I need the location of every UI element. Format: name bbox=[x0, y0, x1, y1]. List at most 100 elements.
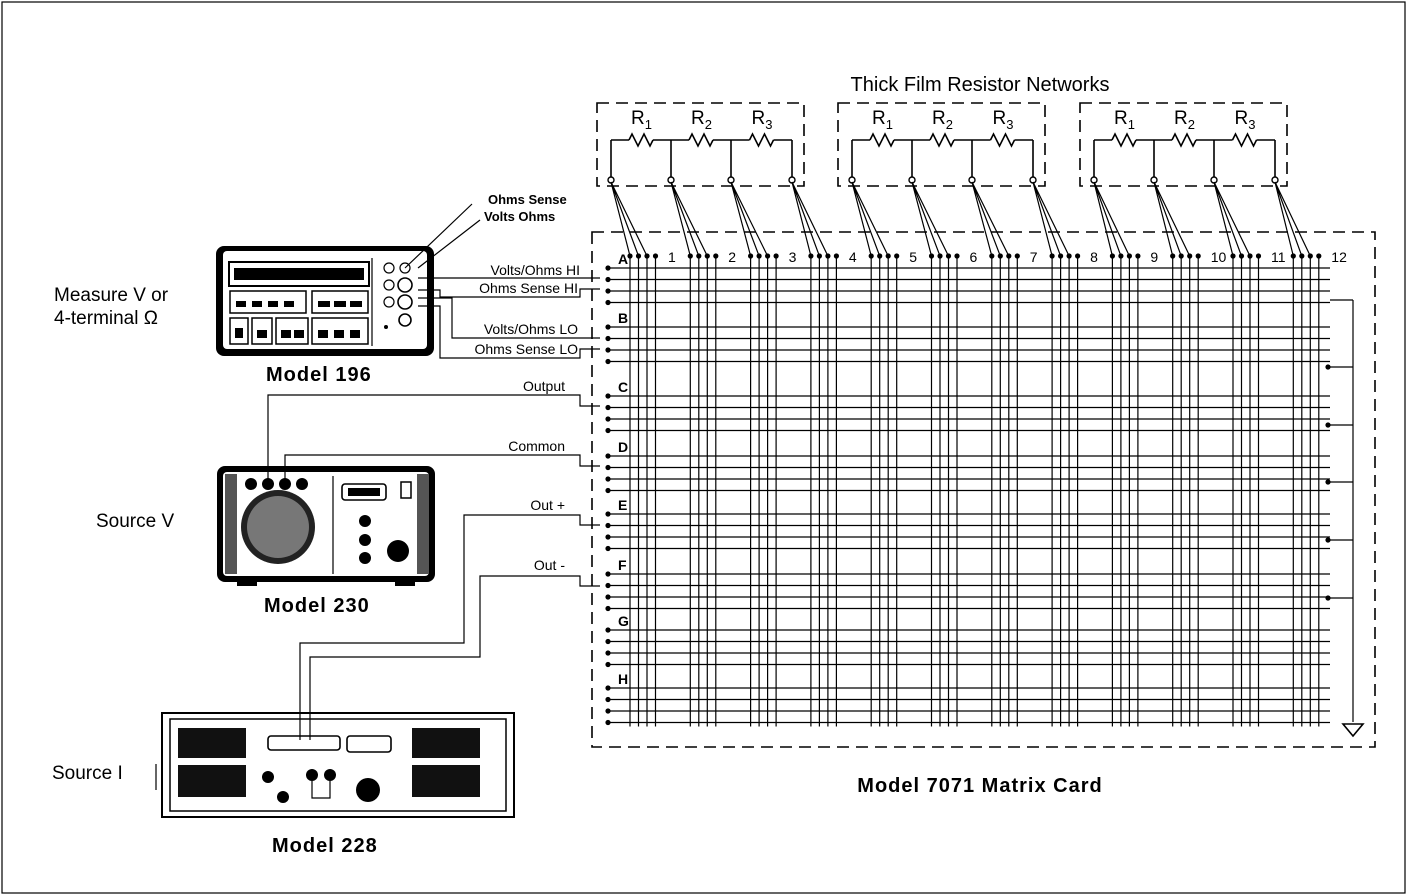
matrix-column-terminal bbox=[894, 253, 900, 259]
wire-out-plus: Out + bbox=[530, 497, 565, 513]
column-label: 9 bbox=[1150, 249, 1158, 265]
matrix-column-terminal bbox=[696, 253, 702, 259]
column-label: 4 bbox=[849, 249, 857, 265]
matrix-row-terminal bbox=[605, 605, 611, 612]
matrix-row-terminal bbox=[605, 276, 611, 283]
card-label: Model 7071 Matrix Card bbox=[857, 775, 1102, 797]
row-label: F bbox=[618, 557, 627, 573]
matrix-column-terminal bbox=[1135, 253, 1141, 259]
matrix-column-terminal bbox=[687, 253, 693, 259]
matrix-row-terminal bbox=[605, 594, 611, 600]
ground-bus-node bbox=[1325, 479, 1331, 485]
column-label: 5 bbox=[909, 249, 917, 265]
dmm-instrument bbox=[216, 246, 434, 356]
column-label: 12 bbox=[1331, 249, 1347, 265]
matrix-row-terminal bbox=[605, 288, 611, 294]
network-to-column-wire bbox=[1093, 181, 1130, 257]
row-label: D bbox=[618, 439, 628, 455]
matrix-row-terminal bbox=[605, 347, 611, 353]
row-label: E bbox=[618, 497, 627, 513]
column-label: 1 bbox=[668, 249, 676, 265]
network-to-column-wire bbox=[1213, 181, 1251, 257]
voltage-source-instrument bbox=[217, 466, 435, 586]
resistor-label: R1 bbox=[631, 108, 652, 132]
matrix-column-terminal bbox=[1014, 253, 1020, 259]
vsource-model-label: Model 230 bbox=[264, 595, 370, 617]
resistor-label: R3 bbox=[993, 108, 1014, 132]
callout-volts-ohms: Volts Ohms bbox=[484, 209, 555, 224]
matrix-column-terminal bbox=[885, 253, 891, 259]
matrix-row-terminal bbox=[605, 522, 611, 529]
matrix-column-terminal bbox=[704, 253, 710, 259]
matrix-card-outline bbox=[591, 231, 1376, 748]
vsource-function: Source V bbox=[96, 511, 174, 532]
matrix-column-terminal bbox=[1126, 253, 1132, 259]
matrix-column-terminal bbox=[877, 253, 883, 259]
matrix-row-terminal bbox=[605, 453, 611, 459]
wire-volts-ohms-lo: Volts/Ohms LO bbox=[484, 321, 578, 337]
resistor-label: R1 bbox=[872, 108, 893, 132]
wire-ohms-sense-lo: Ohms Sense LO bbox=[475, 341, 579, 357]
matrix-column-terminal bbox=[833, 253, 840, 259]
matrix-row-terminal bbox=[605, 696, 611, 703]
networks-title: Thick Film Resistor Networks bbox=[851, 74, 1110, 96]
matrix-column-terminal bbox=[1006, 253, 1012, 259]
ground-bus-node bbox=[1325, 364, 1331, 370]
matrix-row-terminal bbox=[605, 335, 611, 342]
callout-ohms-sense: Ohms Sense bbox=[488, 192, 567, 207]
resistor-symbol bbox=[1171, 132, 1197, 148]
resistor-symbol bbox=[748, 132, 775, 148]
row-label: H bbox=[618, 671, 628, 687]
matrix-row-terminal bbox=[605, 627, 611, 633]
matrix-row-terminal bbox=[605, 582, 611, 589]
matrix-row-terminal bbox=[605, 534, 611, 540]
wire-output: Output bbox=[523, 378, 565, 394]
resistor-symbol bbox=[628, 132, 654, 148]
matrix-row-terminal bbox=[605, 476, 611, 482]
wire-ohms-sense-hi: Ohms Sense HI bbox=[479, 280, 578, 296]
isource-model-label: Model 228 bbox=[272, 835, 378, 857]
matrix-column-terminal bbox=[954, 253, 960, 259]
ground-bus-node bbox=[1325, 422, 1331, 428]
network-to-column-wire bbox=[670, 181, 708, 257]
column-label: 2 bbox=[728, 249, 736, 265]
network-to-column-wire bbox=[1274, 181, 1311, 257]
resistor-network-box bbox=[596, 102, 805, 187]
matrix-row-terminal bbox=[605, 511, 611, 517]
column-label: 6 bbox=[970, 249, 978, 265]
matrix-column-terminal bbox=[627, 253, 633, 259]
current-source-instrument bbox=[161, 712, 515, 818]
matrix-column-terminal bbox=[868, 253, 874, 259]
matrix-row-terminal bbox=[605, 650, 611, 656]
network-to-column-wire bbox=[1032, 181, 1070, 257]
network-to-column-wire bbox=[730, 181, 769, 257]
resistor-network-box bbox=[1079, 102, 1288, 187]
column-label: 7 bbox=[1030, 249, 1038, 265]
matrix-column-terminal bbox=[652, 253, 659, 259]
column-label: 11 bbox=[1271, 249, 1286, 265]
resistor-label: R3 bbox=[752, 108, 773, 132]
ground-symbol bbox=[1341, 723, 1365, 738]
network-to-column-wire bbox=[610, 181, 648, 257]
matrix-column-terminal bbox=[1316, 253, 1322, 259]
matrix-row-terminal bbox=[605, 404, 611, 411]
network-to-column-wire bbox=[791, 181, 829, 257]
row-label: B bbox=[618, 310, 628, 326]
matrix-column-terminal bbox=[1255, 253, 1262, 259]
matrix-column-terminal bbox=[989, 253, 995, 259]
resistor-symbol bbox=[929, 132, 955, 148]
matrix-row-terminal bbox=[605, 416, 611, 422]
matrix-row-terminal bbox=[605, 299, 611, 306]
matrix-row-terminal bbox=[605, 685, 611, 691]
matrix-row-terminal bbox=[605, 708, 611, 714]
matrix-row-terminal bbox=[605, 393, 611, 399]
network-to-column-wire bbox=[911, 181, 950, 257]
ground-bus-node bbox=[1325, 537, 1331, 543]
matrix-row-terminal bbox=[605, 358, 611, 365]
matrix-column-terminal bbox=[997, 253, 1003, 259]
resistor-symbol bbox=[869, 132, 895, 148]
dmm-function-line1: Measure V or bbox=[54, 285, 169, 306]
ground-bus-node bbox=[1325, 595, 1331, 601]
